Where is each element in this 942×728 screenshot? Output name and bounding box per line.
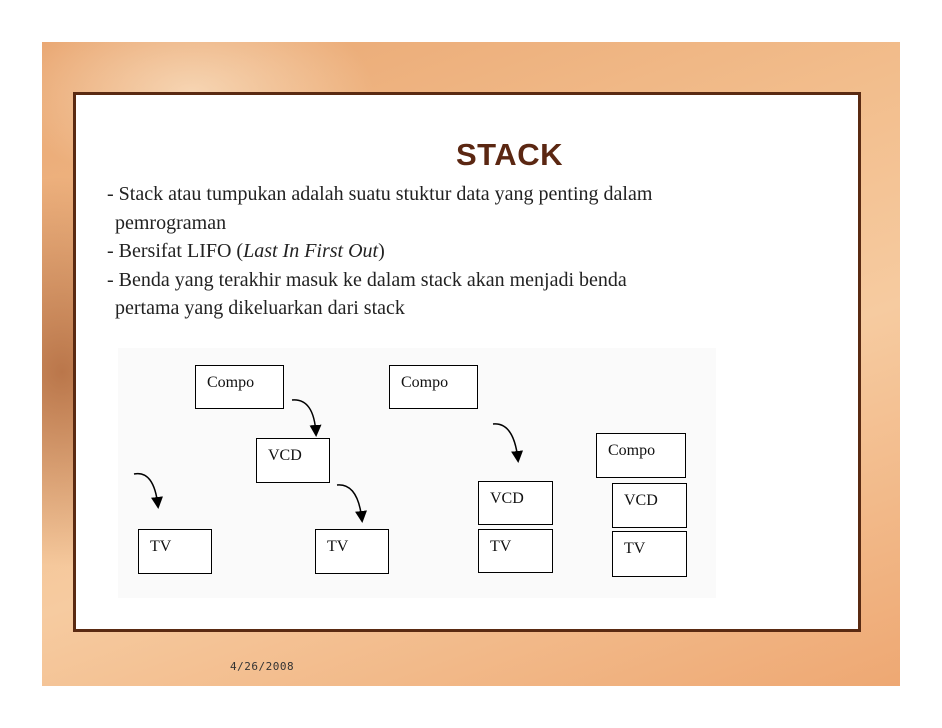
bullet-1-continuation: pemrograman bbox=[115, 211, 227, 234]
box-vcd-4: VCD bbox=[612, 483, 687, 528]
box-vcd-3: VCD bbox=[478, 481, 553, 525]
box-compo-2: Compo bbox=[195, 365, 284, 409]
box-compo-4: Compo bbox=[596, 433, 686, 478]
bullet-2-lifo-expansion: Last In First Out bbox=[243, 240, 379, 262]
box-tv-4: TV bbox=[612, 531, 687, 577]
stack-diagram: TV Compo VCD TV Compo VCD TV Compo VCD T… bbox=[118, 348, 716, 598]
box-tv-2: TV bbox=[315, 529, 389, 574]
arrow-pop-vcd bbox=[336, 484, 367, 523]
diagram-arrows bbox=[133, 399, 524, 523]
bullet-2-prefix: - Bersifat LIFO ( bbox=[107, 240, 244, 262]
slide-title: STACK bbox=[456, 137, 563, 172]
box-tv-1: TV bbox=[138, 529, 212, 574]
slide-date: 4/26/2008 bbox=[230, 660, 295, 673]
arrow-push-tv bbox=[133, 472, 163, 509]
bullet-3: - Benda yang terakhir masuk ke dalam sta… bbox=[107, 268, 627, 291]
box-vcd-2: VCD bbox=[256, 438, 330, 483]
bullet-2: - Bersifat LIFO (Last In First Out) bbox=[107, 237, 827, 266]
bullet-3-continuation: pertama yang dikeluarkan dari stack bbox=[115, 297, 405, 319]
bullet-list: - Stack atau tumpukan adalah suatu stukt… bbox=[107, 180, 827, 323]
bullet-1: - Stack atau tumpukan adalah suatu stukt… bbox=[107, 183, 653, 205]
box-compo-3: Compo bbox=[389, 365, 478, 409]
arrow-push-compo bbox=[492, 423, 524, 463]
arrow-push-vcd bbox=[291, 399, 322, 437]
box-tv-3: TV bbox=[478, 529, 553, 573]
bullet-2-suffix: ) bbox=[378, 240, 385, 262]
